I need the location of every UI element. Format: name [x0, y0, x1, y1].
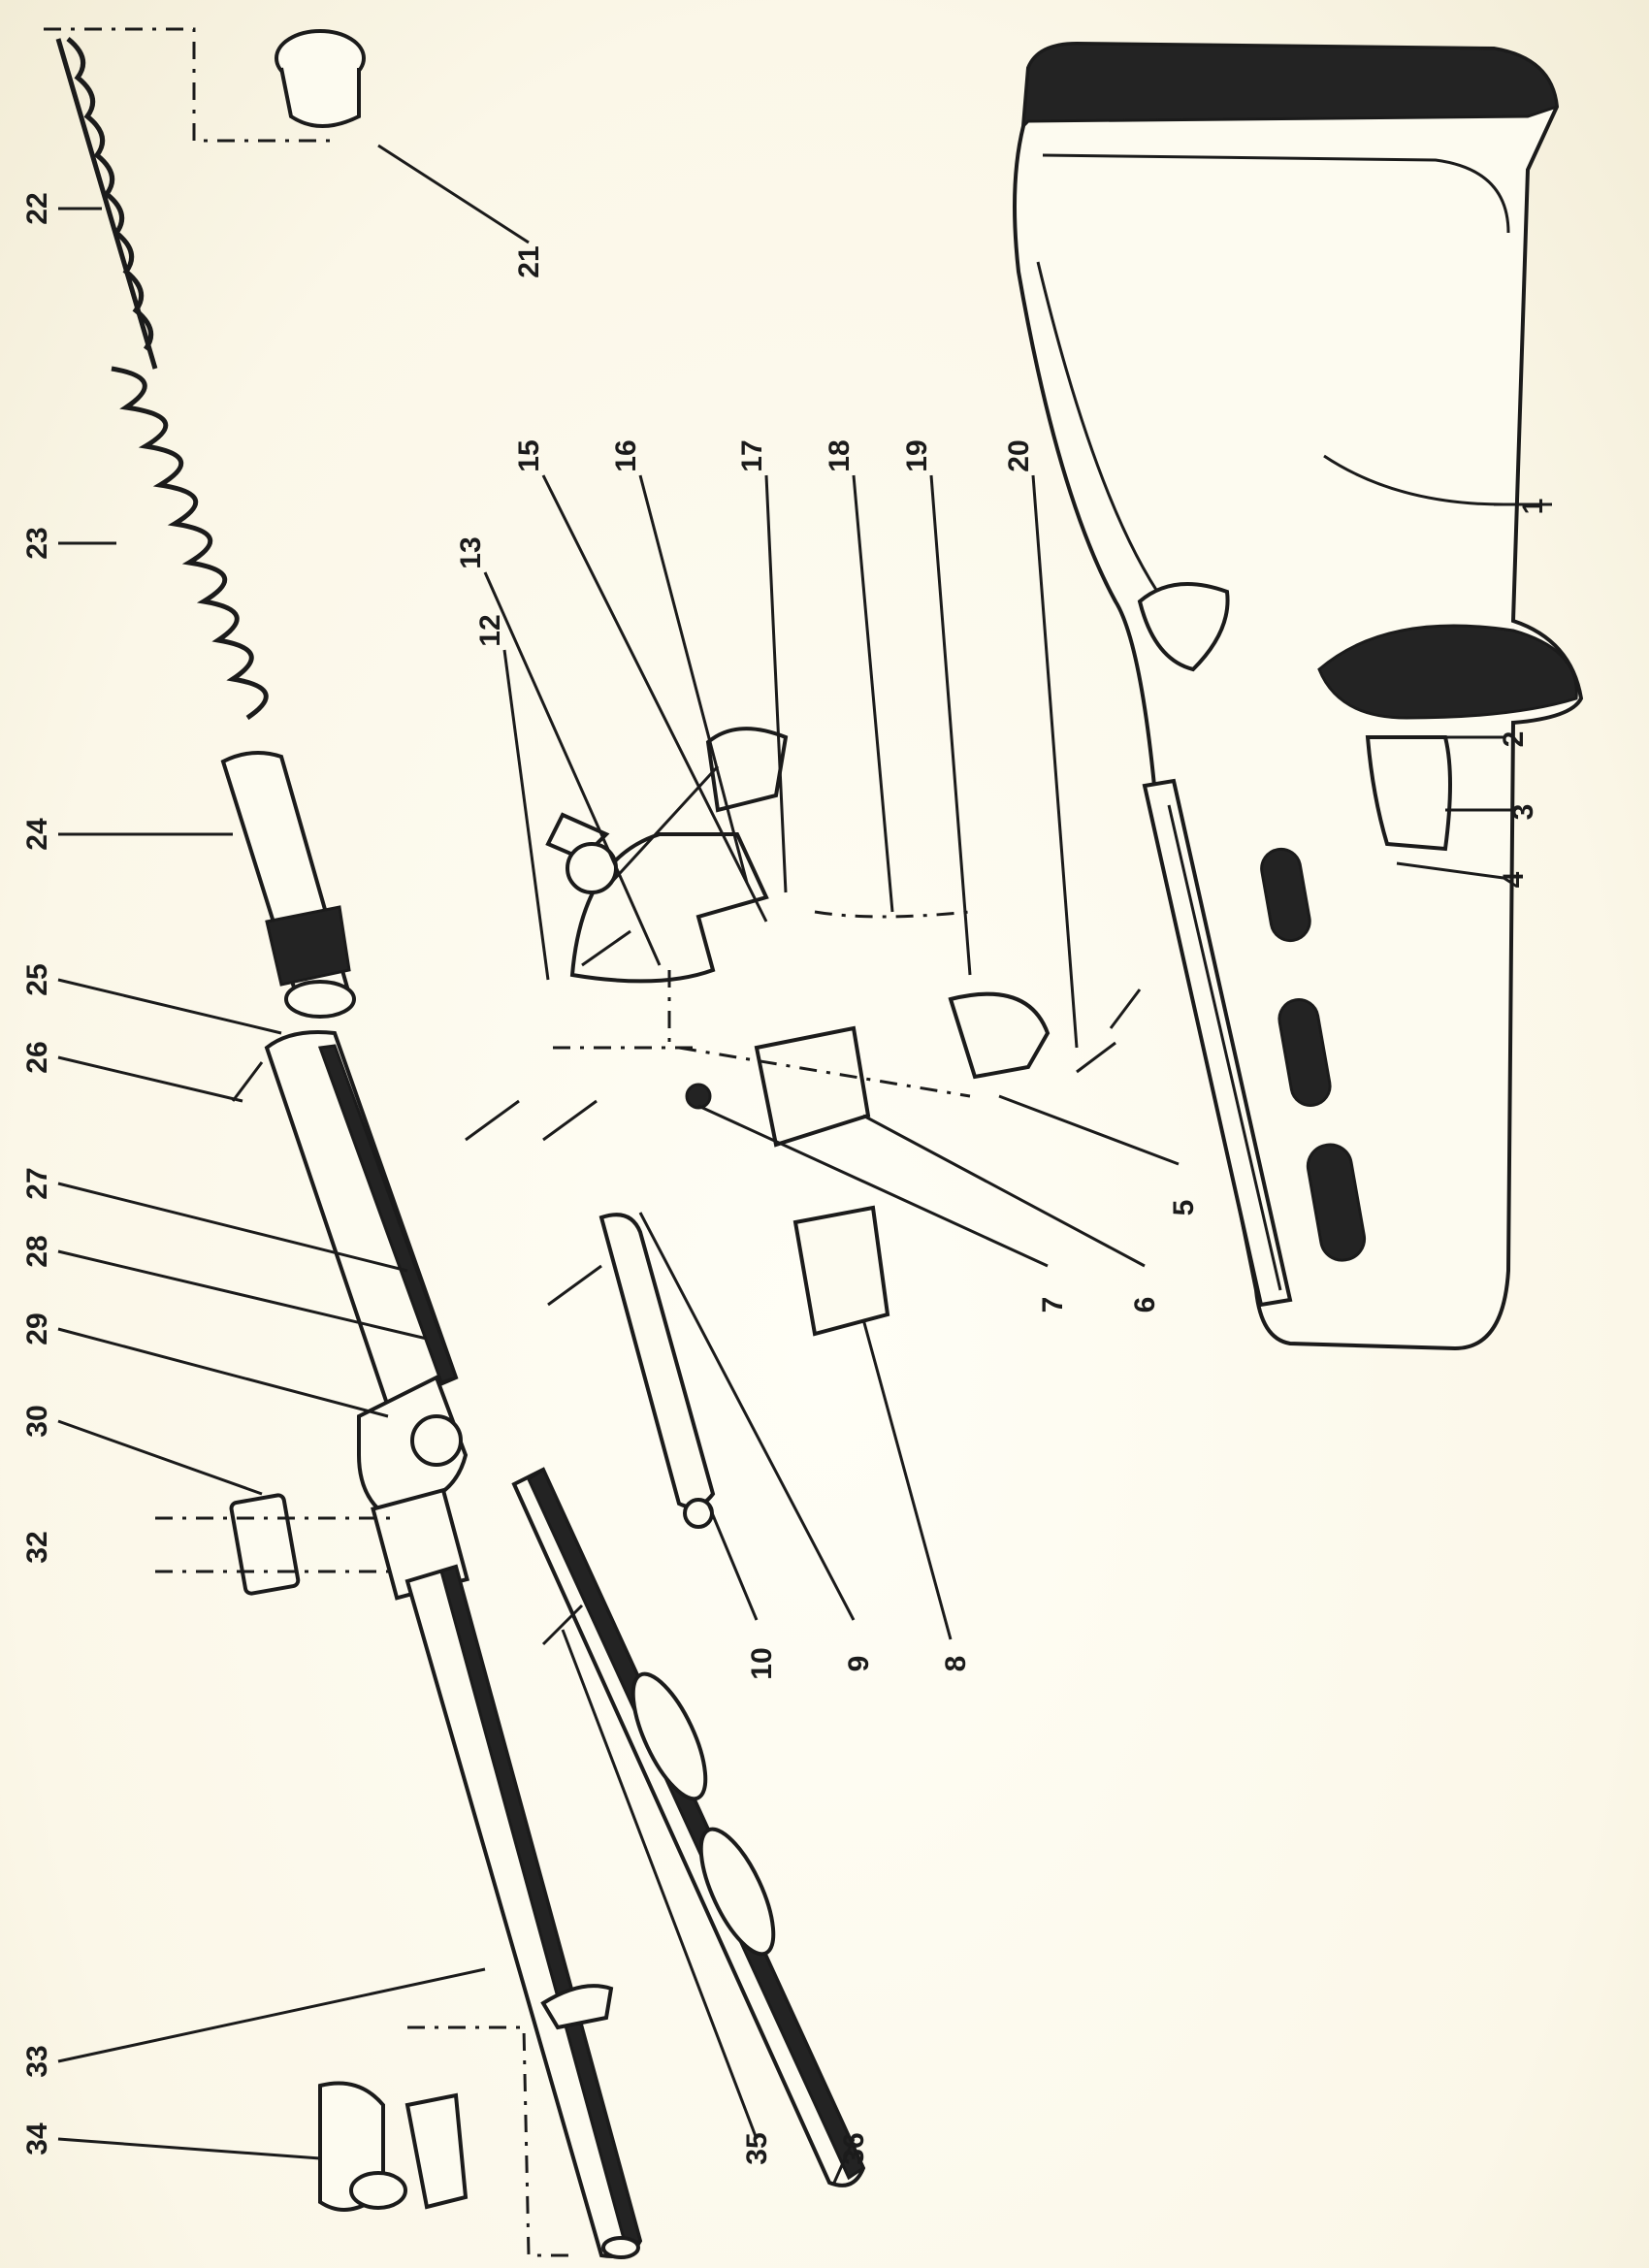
callout-34: 34 [21, 2122, 53, 2155]
callout-28: 28 [21, 1235, 53, 1267]
trigger-mechanism [545, 727, 1051, 1337]
callout-1: 1 [1517, 499, 1549, 515]
callout-30: 30 [21, 1405, 53, 1437]
callout-29: 29 [21, 1312, 53, 1345]
barrel-assembly [264, 1030, 643, 2259]
callout-7: 7 [1037, 1297, 1069, 1313]
callout-9: 9 [843, 1656, 875, 1672]
callout-20: 20 [1003, 439, 1035, 471]
callout-12: 12 [474, 614, 506, 646]
callout-35: 35 [741, 2132, 773, 2164]
cocking-lever [511, 1213, 866, 2187]
stock [1013, 41, 1584, 1351]
callout-23: 23 [21, 527, 53, 559]
callout-4: 4 [1498, 871, 1530, 888]
end-cap [44, 27, 366, 143]
callout-13: 13 [455, 536, 487, 568]
sights [155, 1493, 572, 2257]
callout-22: 22 [21, 192, 53, 224]
leader-lines [57, 144, 1552, 2184]
callout-17: 17 [736, 439, 768, 471]
callout-24: 24 [21, 818, 53, 851]
callout-2: 2 [1498, 731, 1530, 748]
callout-32: 32 [21, 1531, 53, 1563]
callout-6: 6 [1129, 1297, 1161, 1313]
callout-5: 5 [1168, 1200, 1200, 1216]
callout-19: 19 [901, 439, 933, 471]
callout-36: 36 [838, 2132, 870, 2164]
callout-10: 10 [746, 1647, 778, 1679]
callout-15: 15 [513, 439, 545, 471]
callout-26: 26 [21, 1041, 53, 1073]
callout-8: 8 [940, 1656, 972, 1672]
callout-labels: 1 2 3 4 5 6 7 8 9 10 12 13 15 16 17 18 1… [21, 192, 1549, 2164]
callout-33: 33 [21, 2045, 53, 2077]
callout-21: 21 [513, 245, 545, 277]
callout-16: 16 [610, 439, 642, 471]
mainspring-and-piston [55, 37, 356, 1019]
callout-25: 25 [21, 963, 53, 995]
callout-3: 3 [1507, 804, 1539, 821]
pins [231, 929, 1142, 1646]
callout-18: 18 [824, 439, 856, 471]
callout-27: 27 [21, 1167, 53, 1199]
